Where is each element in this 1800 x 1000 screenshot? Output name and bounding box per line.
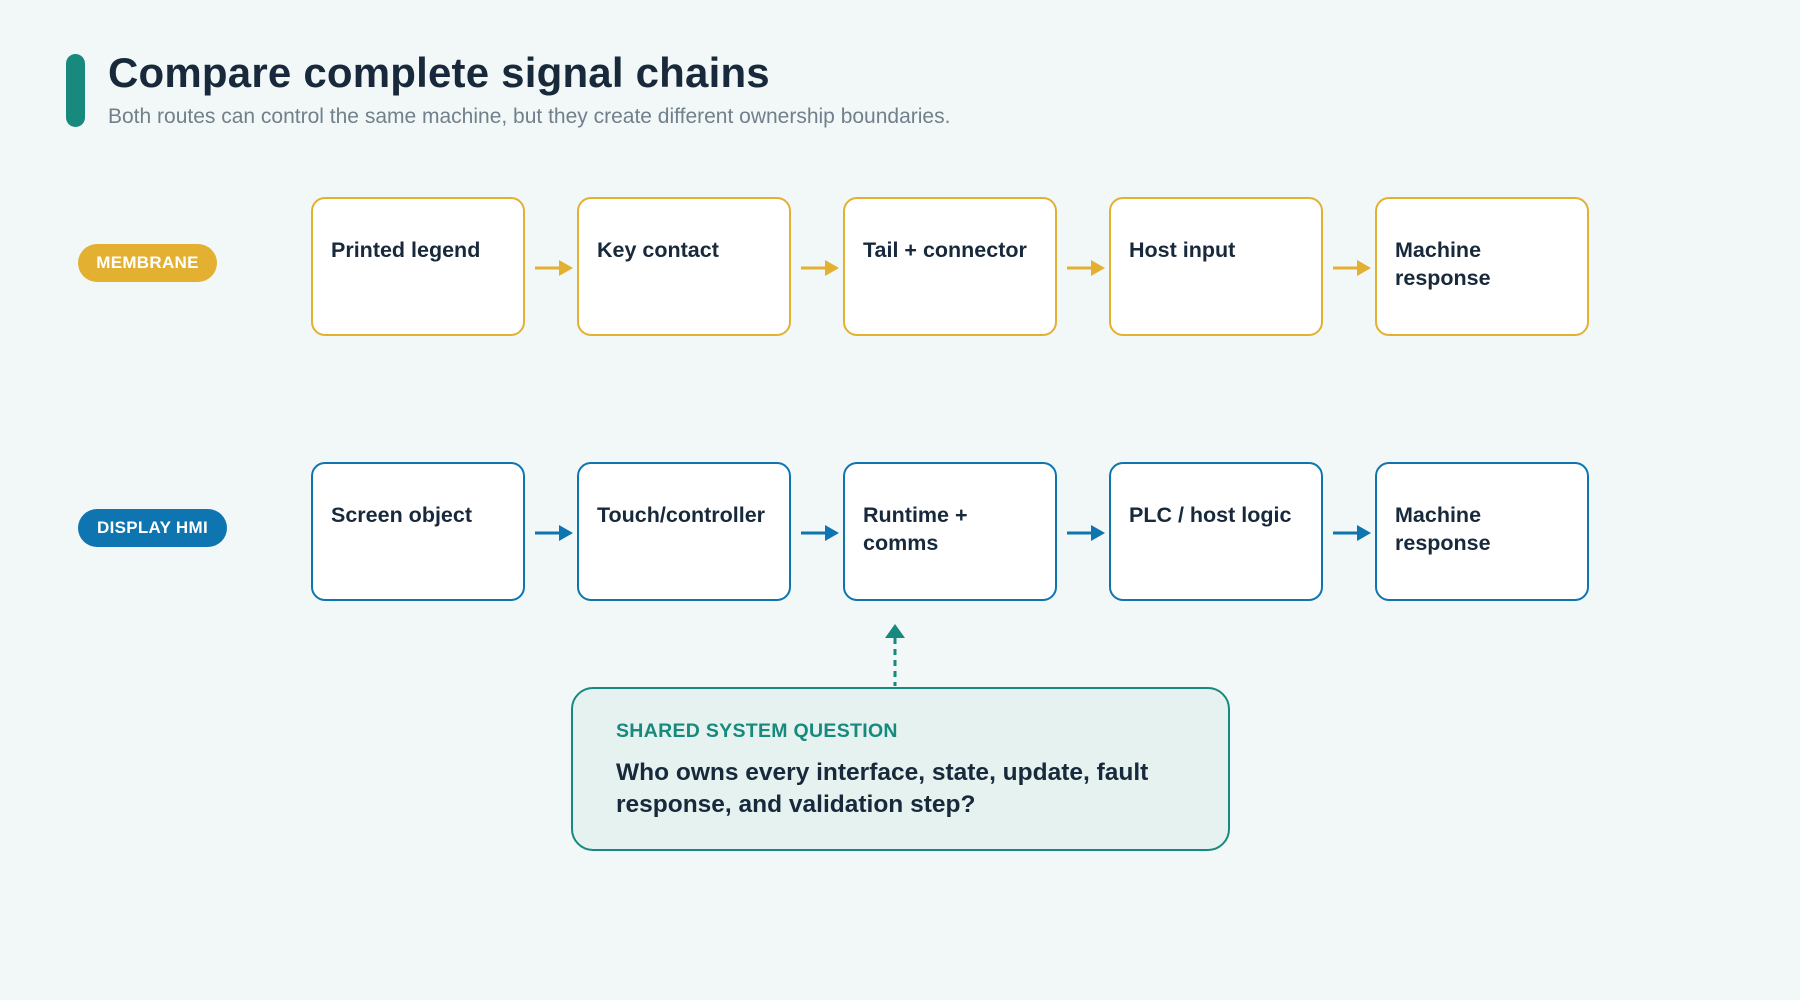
arrow-icon	[1067, 257, 1105, 279]
node-printed-legend: Printed legend	[311, 197, 525, 336]
node-runtime-comms: Runtime + comms	[843, 462, 1057, 601]
arrow-icon	[801, 522, 839, 544]
callout-body: Who owns every interface, state, update,…	[616, 759, 1149, 818]
lane-badge-membrane: MEMBRANE	[78, 244, 217, 282]
page-subtitle: Both routes can control the same machine…	[108, 105, 951, 128]
node-machine-response-hmi: Machine response	[1375, 462, 1589, 601]
arrow-icon	[535, 522, 573, 544]
arrow-icon	[1067, 522, 1105, 544]
lane-badge-display-hmi: DISPLAY HMI	[78, 509, 227, 547]
shared-question-callout: SHARED SYSTEM QUESTION Who owns every in…	[571, 687, 1230, 851]
dashed-arrow-up-icon	[882, 624, 908, 686]
node-touch-controller: Touch/controller	[577, 462, 791, 601]
node-plc-host-logic: PLC / host logic	[1109, 462, 1323, 601]
node-host-input: Host input	[1109, 197, 1323, 336]
node-key-contact: Key contact	[577, 197, 791, 336]
node-screen-object: Screen object	[311, 462, 525, 601]
callout-heading: SHARED SYSTEM QUESTION	[616, 720, 898, 742]
title-accent-bar	[66, 54, 85, 127]
node-machine-response: Machine response	[1375, 197, 1589, 336]
arrow-icon	[535, 257, 573, 279]
page-title: Compare complete signal chains	[108, 49, 770, 96]
arrow-icon	[1333, 522, 1371, 544]
arrow-icon	[801, 257, 839, 279]
arrow-icon	[1333, 257, 1371, 279]
node-tail-connector: Tail + connector	[843, 197, 1057, 336]
